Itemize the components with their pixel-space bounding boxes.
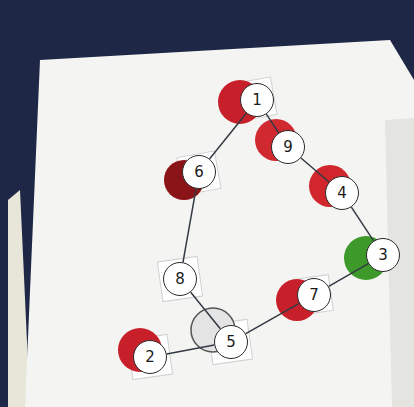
node-number: 2 [145, 348, 155, 366]
number-circle: 7 [297, 278, 331, 312]
node-number: 7 [309, 286, 319, 304]
node-number: 5 [226, 333, 236, 351]
pen-line [183, 189, 196, 263]
node-number: 8 [175, 270, 185, 288]
number-circle: 6 [182, 155, 216, 189]
number-circle: 2 [133, 340, 167, 374]
pen-line [351, 207, 373, 241]
number-circle: 3 [366, 238, 400, 272]
number-circle: 1 [240, 83, 274, 117]
node-number: 9 [283, 138, 293, 156]
pen-line [246, 303, 299, 333]
number-circle: 5 [214, 325, 248, 359]
pen-line [191, 292, 221, 329]
node-number: 3 [378, 246, 388, 264]
number-circle: 4 [325, 176, 359, 210]
bottle-caps [118, 77, 388, 380]
number-circle: 8 [163, 262, 197, 296]
number-circle: 9 [271, 130, 305, 164]
paper-sheet [25, 40, 414, 407]
node-number: 1 [252, 91, 262, 109]
pen-line [167, 345, 215, 354]
pen-line [210, 113, 247, 159]
node-number: 6 [194, 163, 204, 181]
pen-line [266, 114, 278, 133]
node-number: 4 [337, 184, 347, 202]
pen-line [329, 264, 369, 287]
pen-line [301, 158, 329, 182]
